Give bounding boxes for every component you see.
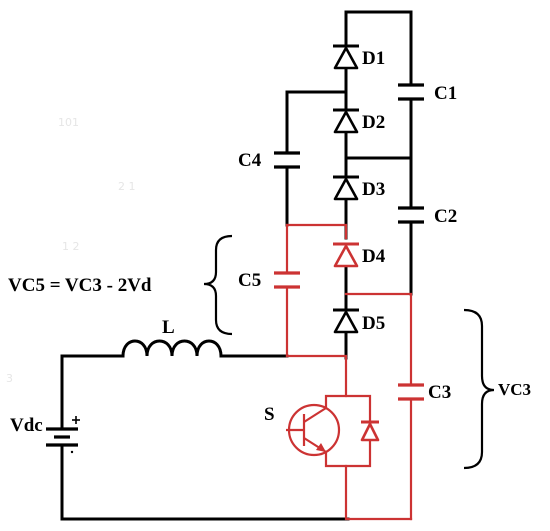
label-d5: D5: [362, 313, 385, 334]
svg-text:2 1: 2 1: [118, 180, 136, 193]
label-c4: C4: [238, 150, 262, 171]
label-c3: C3: [428, 382, 451, 403]
label-d2: D2: [362, 112, 385, 133]
label-d3: D3: [362, 179, 385, 200]
diode-d2: [333, 108, 359, 134]
brace-vc3: [463, 308, 495, 470]
label-c5: C5: [238, 270, 261, 291]
capacitor-c1: [398, 83, 424, 101]
label-vc3: VC3: [498, 380, 531, 399]
svg-text:3: 3: [6, 372, 13, 385]
capacitor-c4: [274, 151, 300, 169]
capacitor-c2: [398, 206, 424, 224]
label-switch: S: [264, 404, 275, 425]
label-inductor: L: [162, 317, 175, 338]
diode-d3: [333, 175, 359, 201]
diode-d5: [333, 308, 359, 334]
label-source: Vdc: [10, 415, 43, 436]
inductor-l: [121, 339, 223, 357]
dc-source: [46, 416, 80, 454]
svg-text:101: 101: [58, 116, 79, 129]
brace-vc5: [203, 234, 233, 336]
label-c2: C2: [434, 206, 457, 227]
label-d4: D4: [362, 246, 386, 267]
diode-d1: [333, 44, 359, 70]
faint-background-marks: 101 2 1 1 2 3: [6, 116, 136, 385]
highlighted-wiring: [285, 223, 413, 521]
label-d1: D1: [362, 48, 385, 69]
diode-d4: [333, 242, 359, 268]
label-c1: C1: [434, 83, 457, 104]
svg-text:1 2: 1 2: [62, 240, 80, 253]
switch-s: [286, 394, 380, 468]
equation-vc5: VC5 = VC3 - 2Vd: [8, 275, 152, 296]
black-wiring: [60, 10, 413, 521]
capacitor-c5: [274, 271, 300, 289]
capacitor-c3: [398, 383, 424, 401]
